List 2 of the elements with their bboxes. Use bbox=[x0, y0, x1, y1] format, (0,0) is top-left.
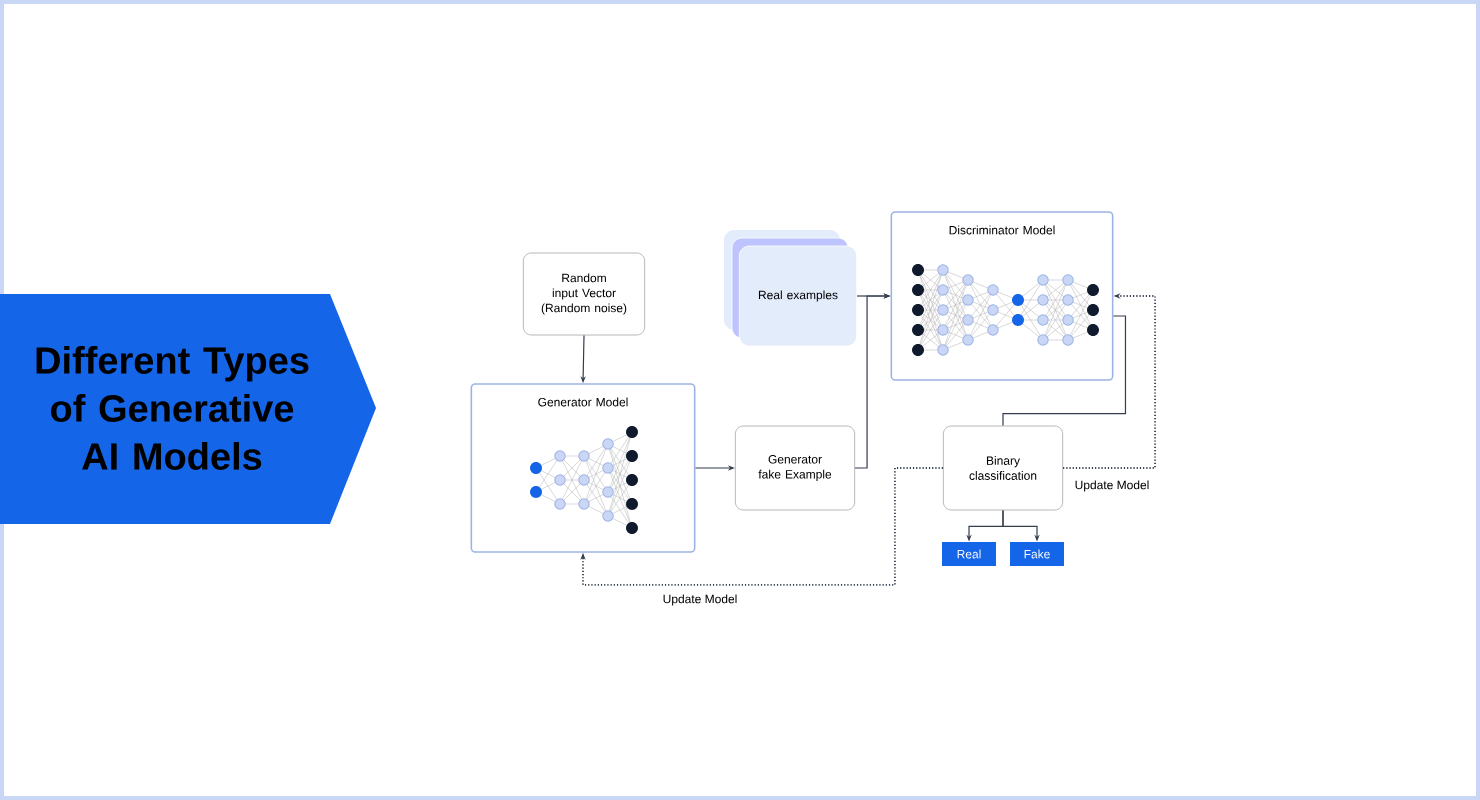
arrow bbox=[580, 467, 944, 586]
title-banner: Different Types of Generative AI Models bbox=[0, 294, 376, 524]
